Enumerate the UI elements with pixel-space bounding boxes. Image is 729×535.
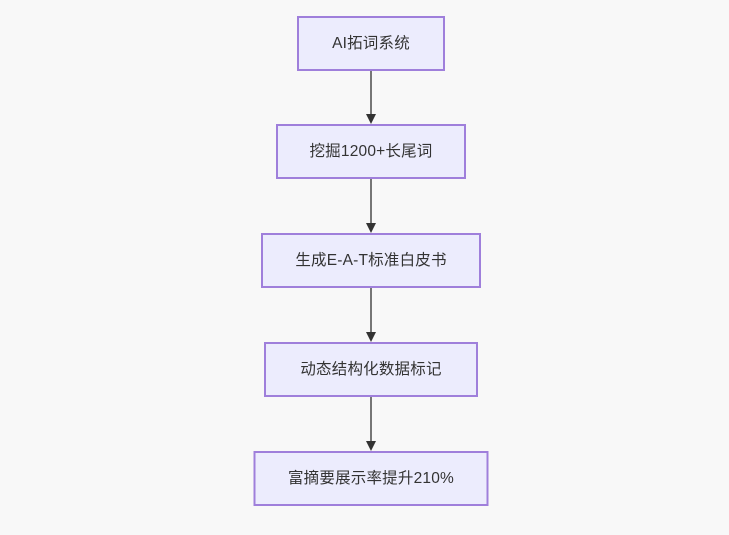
arrow-icon bbox=[366, 288, 376, 342]
flowchart-node-structured-data-markup[interactable]: 动态结构化数据标记 bbox=[264, 342, 478, 397]
node-label: 动态结构化数据标记 bbox=[300, 360, 442, 378]
edge-node1-to-node2 bbox=[365, 71, 377, 124]
edge-node4-to-node5 bbox=[365, 397, 377, 451]
flowchart-node-eat-whitepaper[interactable]: 生成E-A-T标准白皮书 bbox=[261, 233, 481, 288]
node-label: 富摘要展示率提升210% bbox=[287, 469, 455, 487]
node-label: AI拓词系统 bbox=[332, 34, 410, 52]
flowchart-node-ai-keyword-system[interactable]: AI拓词系统 bbox=[297, 16, 445, 71]
flowchart-node-longtail-keywords[interactable]: 挖掘1200+长尾词 bbox=[276, 124, 466, 179]
arrow-icon bbox=[366, 397, 376, 451]
node-label: 生成E-A-T标准白皮书 bbox=[295, 251, 447, 269]
arrow-icon bbox=[366, 179, 376, 233]
edge-node3-to-node4 bbox=[365, 288, 377, 342]
node-label: 挖掘1200+长尾词 bbox=[309, 142, 433, 160]
edge-node2-to-node3 bbox=[365, 179, 377, 233]
arrow-icon bbox=[366, 71, 376, 124]
flowchart-node-rich-snippet-result[interactable]: 富摘要展示率提升210% bbox=[253, 451, 489, 506]
